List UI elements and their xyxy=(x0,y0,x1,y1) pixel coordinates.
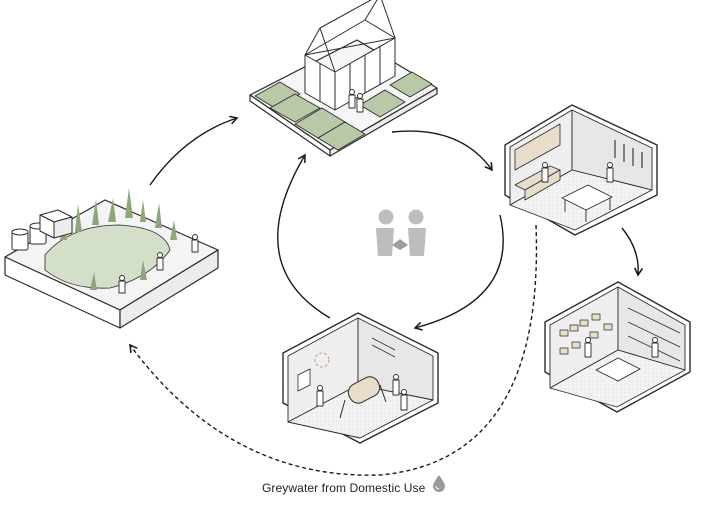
arrow-kitchen-to-storage xyxy=(621,227,644,277)
water-drop-icon xyxy=(433,475,445,492)
arrow-greywater-return xyxy=(129,224,538,476)
wetland-block xyxy=(4,188,219,329)
greywater-caption: Greywater from Domestic Use xyxy=(262,481,426,495)
greenhouse-block xyxy=(249,0,438,157)
kitchen-room xyxy=(504,104,658,236)
arrow-wetland-to-greenhouse xyxy=(149,115,239,186)
workshop-room xyxy=(282,312,439,444)
community-handshake-icon xyxy=(376,209,426,256)
arrow-inner-to-greenhouse xyxy=(277,153,331,319)
arrow-greenhouse-to-kitchen xyxy=(391,130,493,172)
arrow-inner-to-workshop xyxy=(413,214,504,331)
storage-room xyxy=(544,281,691,413)
cycle-arrows xyxy=(129,115,644,476)
